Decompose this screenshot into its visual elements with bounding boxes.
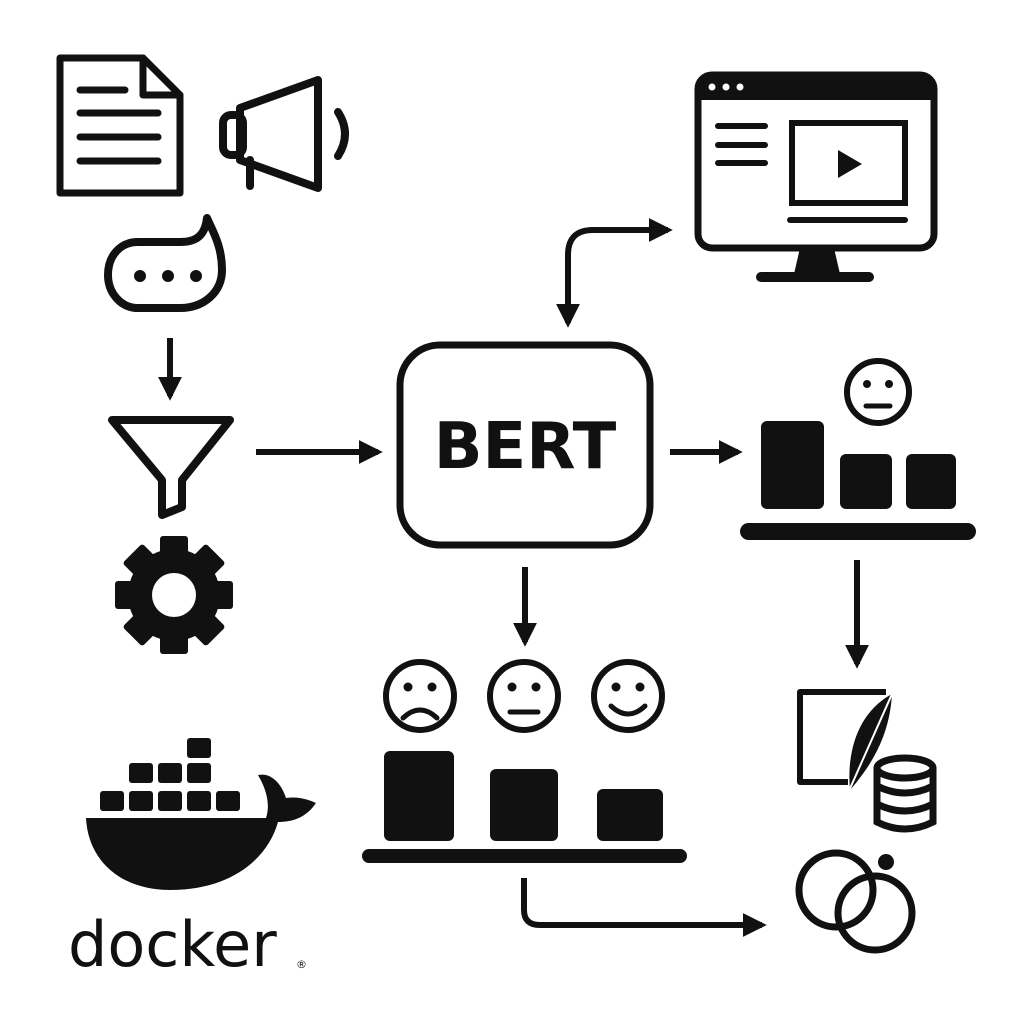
gear-icon — [115, 536, 233, 654]
bert-model-box: BERT — [396, 341, 654, 549]
registered-trademark-mark: ® — [296, 958, 307, 971]
chat-bubble-icon — [104, 214, 226, 312]
neutral-face-icon — [844, 358, 912, 426]
sad-face-icon — [383, 659, 457, 733]
megaphone-icon — [219, 76, 349, 192]
sentiment-bar-chart-icon — [362, 659, 687, 863]
connected-rings-icon — [795, 849, 916, 954]
funnel-icon — [108, 416, 234, 519]
neutral-bar-chart-icon — [740, 358, 976, 540]
docker-whale-icon — [86, 738, 316, 890]
document-icon — [56, 54, 184, 197]
arrow-chart-to-rings — [521, 878, 767, 937]
docker-wordmark: docker — [68, 908, 277, 981]
arrow-bert-web-app-bidirectional — [556, 218, 673, 328]
happy-face-icon — [591, 659, 665, 733]
bert-label: BERT — [434, 410, 617, 484]
web-app-monitor-icon — [694, 71, 938, 282]
neutral-face-icon — [487, 659, 561, 733]
sqlite-feather-icon — [797, 689, 893, 794]
database-icon — [873, 754, 937, 833]
